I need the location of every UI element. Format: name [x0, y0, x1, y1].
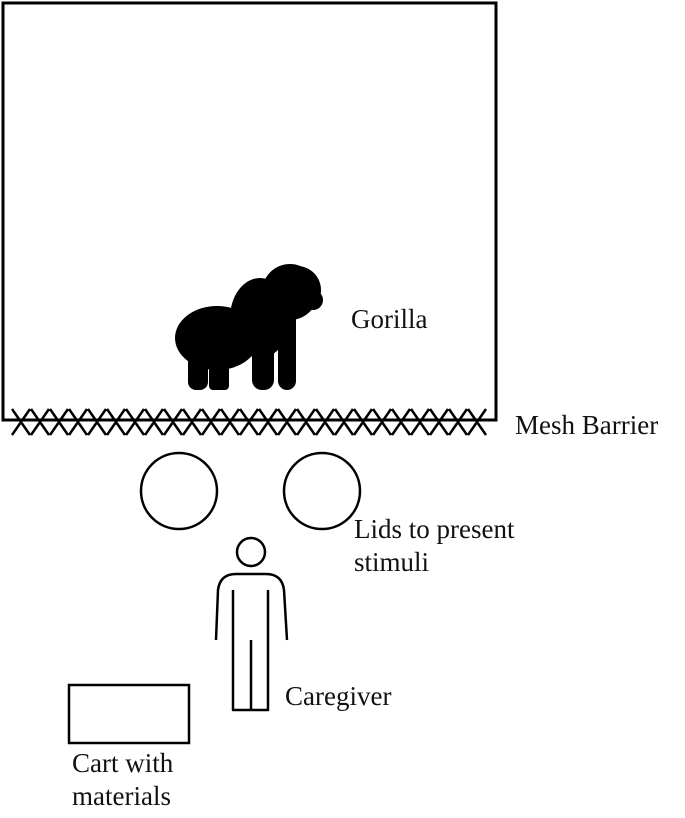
cart-label-line1: Cart with	[72, 748, 174, 778]
lids-label-line2: stimuli	[354, 547, 430, 577]
gorilla-label: Gorilla	[351, 304, 428, 334]
gorilla-icon	[175, 264, 323, 390]
lid-right	[282, 451, 362, 531]
caregiver-label: Caregiver	[285, 681, 392, 711]
lids-label-line1: Lids to present	[354, 514, 515, 544]
cart-box	[67, 683, 191, 745]
lid-left	[139, 451, 219, 531]
cart-label-line2: materials	[72, 781, 171, 811]
cart-label: Cart with materials	[72, 747, 173, 813]
mesh-barrier-label: Mesh Barrier	[515, 410, 659, 440]
lids-label: Lids to present stimuli	[354, 513, 514, 579]
mesh-barrier	[10, 408, 488, 436]
person-icon	[214, 536, 289, 712]
